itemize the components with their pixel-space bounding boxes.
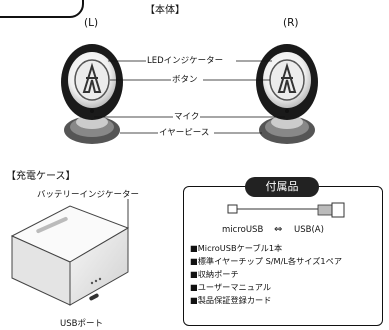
right-mic-dot (285, 109, 289, 113)
accessory-item: ■製品保証登録カード (190, 295, 272, 305)
accessories-title: 付属品 (245, 177, 319, 197)
button-callout: ボタン (172, 75, 198, 85)
battery-led-1 (90, 281, 94, 285)
case-logo (36, 216, 68, 234)
accessory-item: ■標準イヤーチップ S/M/L各サイズ1ペア (190, 256, 343, 266)
battery-led-2 (94, 279, 98, 283)
left-earbud-illustration (61, 44, 123, 144)
usb-cable-illustration (227, 202, 345, 218)
cable-right-label: USB(A) (294, 225, 324, 235)
callout-lines (94, 60, 285, 248)
right-earbud-label: (R) (283, 17, 299, 29)
battery-indicator-callout: バッテリーインジケーター (37, 190, 140, 200)
cable-arrow: ⇔ (274, 224, 283, 235)
section-header-pill (0, 0, 84, 18)
usb-a-plug-icon (317, 204, 333, 216)
left-earbud-label: (L) (84, 17, 99, 29)
accessory-item: ■MicroUSBケーブル1本 (190, 243, 283, 253)
left-mic-dot (90, 109, 94, 113)
usb-port-callout: USBポート (60, 319, 103, 329)
charging-case-title: 【充電ケース】 (6, 171, 76, 182)
left-logo-icon (82, 62, 102, 93)
mic-callout: マイク (174, 112, 200, 122)
charging-case-illustration (10, 205, 130, 306)
main-unit-title: 【本体】 (145, 5, 185, 16)
right-logo-icon (277, 62, 297, 93)
ear-piece-callout: イヤーピース (159, 128, 210, 138)
accessory-item: ■収納ポーチ (190, 269, 239, 279)
led-indicator-callout: LEDインジケーター (147, 56, 224, 66)
cable-left-label: microUSB (222, 225, 264, 235)
usb-port (89, 293, 99, 301)
accessory-item: ■ユーザーマニュアル (190, 282, 272, 292)
micro-usb-plug-icon (227, 204, 238, 214)
battery-led-3 (98, 277, 102, 281)
right-earbud-illustration (256, 44, 318, 144)
